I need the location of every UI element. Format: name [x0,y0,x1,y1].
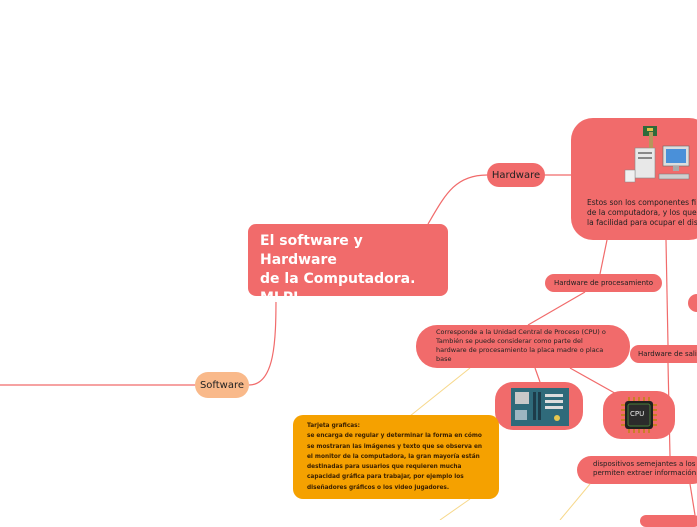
connector-proc-motherboard [534,367,541,383]
tarjeta-graficas-node[interactable]: Tarjeta graficas: se encarga de regular … [293,415,499,499]
main-topic[interactable]: El software y Hardware de la Computadora… [248,224,448,306]
proc-desc-line4: base [436,355,452,363]
proc-desc-line2: También se puede considerar como parte d… [436,337,583,345]
tarjeta-graficas-line6: diseñadores gráficos o los video jugador… [307,484,450,491]
connector-proc-cpu [569,367,621,397]
hardware-salida-node[interactable]: Hardware de sali [630,345,697,363]
proc-desc-line3: hardware de procesamiento la placa madre… [436,346,604,354]
cpu-chip-icon [621,397,657,433]
connector-output-bottom [689,483,696,516]
hardware-salida-label: Hardware de sali [638,350,697,358]
cpu-chip-label: CPU [630,410,645,418]
output-desc-line1: dispositivos semejantes a los d [593,460,697,468]
hardware-desc-line2: de la computadora, y los que [587,208,697,217]
main-topic-line3: MLPL [260,290,303,306]
software-label: Software [199,379,245,391]
motherboard-image [511,388,569,426]
tarjeta-graficas-line3: el monitor de la computadora, la gran ma… [307,453,480,460]
connector-gpu-bottom [439,498,471,520]
connector-desc-salida [665,239,669,346]
procesamiento-description-node[interactable]: Corresponde a la Unidad Central de Proce… [416,325,630,368]
tarjeta-graficas-line4: destinadas para usuarios que requieren m… [307,464,462,471]
motherboard-image-node[interactable] [495,382,583,430]
computer-icon [624,126,690,183]
tarjeta-graficas-line1: se encarga de regular y determinar la fo… [307,433,482,440]
output-desc-line2: permiten extraer información d [593,469,697,477]
main-topic-line2: de la Computadora. [260,271,416,287]
tarjeta-graficas-title: Tarjeta graficas: [307,423,360,429]
hardware-label: Hardware [491,169,541,181]
connector-output-left [559,483,591,520]
main-topic-line1: El software y Hardware [260,233,363,268]
software-node[interactable]: Software [195,372,249,398]
hardware-procesamiento-label: Hardware de procesamiento [553,279,654,287]
output-description-node[interactable]: dispositivos semejantes a los d permiten… [577,456,697,484]
hardware-desc-line1: Estos son los componentes fi [587,198,697,207]
connector-main-hardware [427,174,488,225]
hardware-desc-line3: la facilidad para ocupar el dis [587,218,697,227]
collapsed-node[interactable] [688,294,697,312]
hardware-node[interactable]: Hardware [487,163,545,187]
tarjeta-graficas-line2: se mostraran las imágenes y texto que se… [307,443,483,450]
connector-procesamiento-desc [527,291,586,326]
connector-desc-procesamiento [599,239,608,275]
connector-main-software [248,295,277,386]
cpu-image-node[interactable]: CPU [603,391,675,439]
connector-proc-gpu [404,367,471,421]
bottom-collapsed-node[interactable] [640,515,697,527]
tarjeta-graficas-line5: capacidad gráfica para trabajar, por eje… [307,474,464,481]
hardware-procesamiento-node[interactable]: Hardware de procesamiento [545,274,662,292]
proc-desc-line1: Corresponde a la Unidad Central de Proce… [436,328,606,336]
hardware-description-node[interactable]: Estos son los componentes fi de la compu… [571,118,697,240]
